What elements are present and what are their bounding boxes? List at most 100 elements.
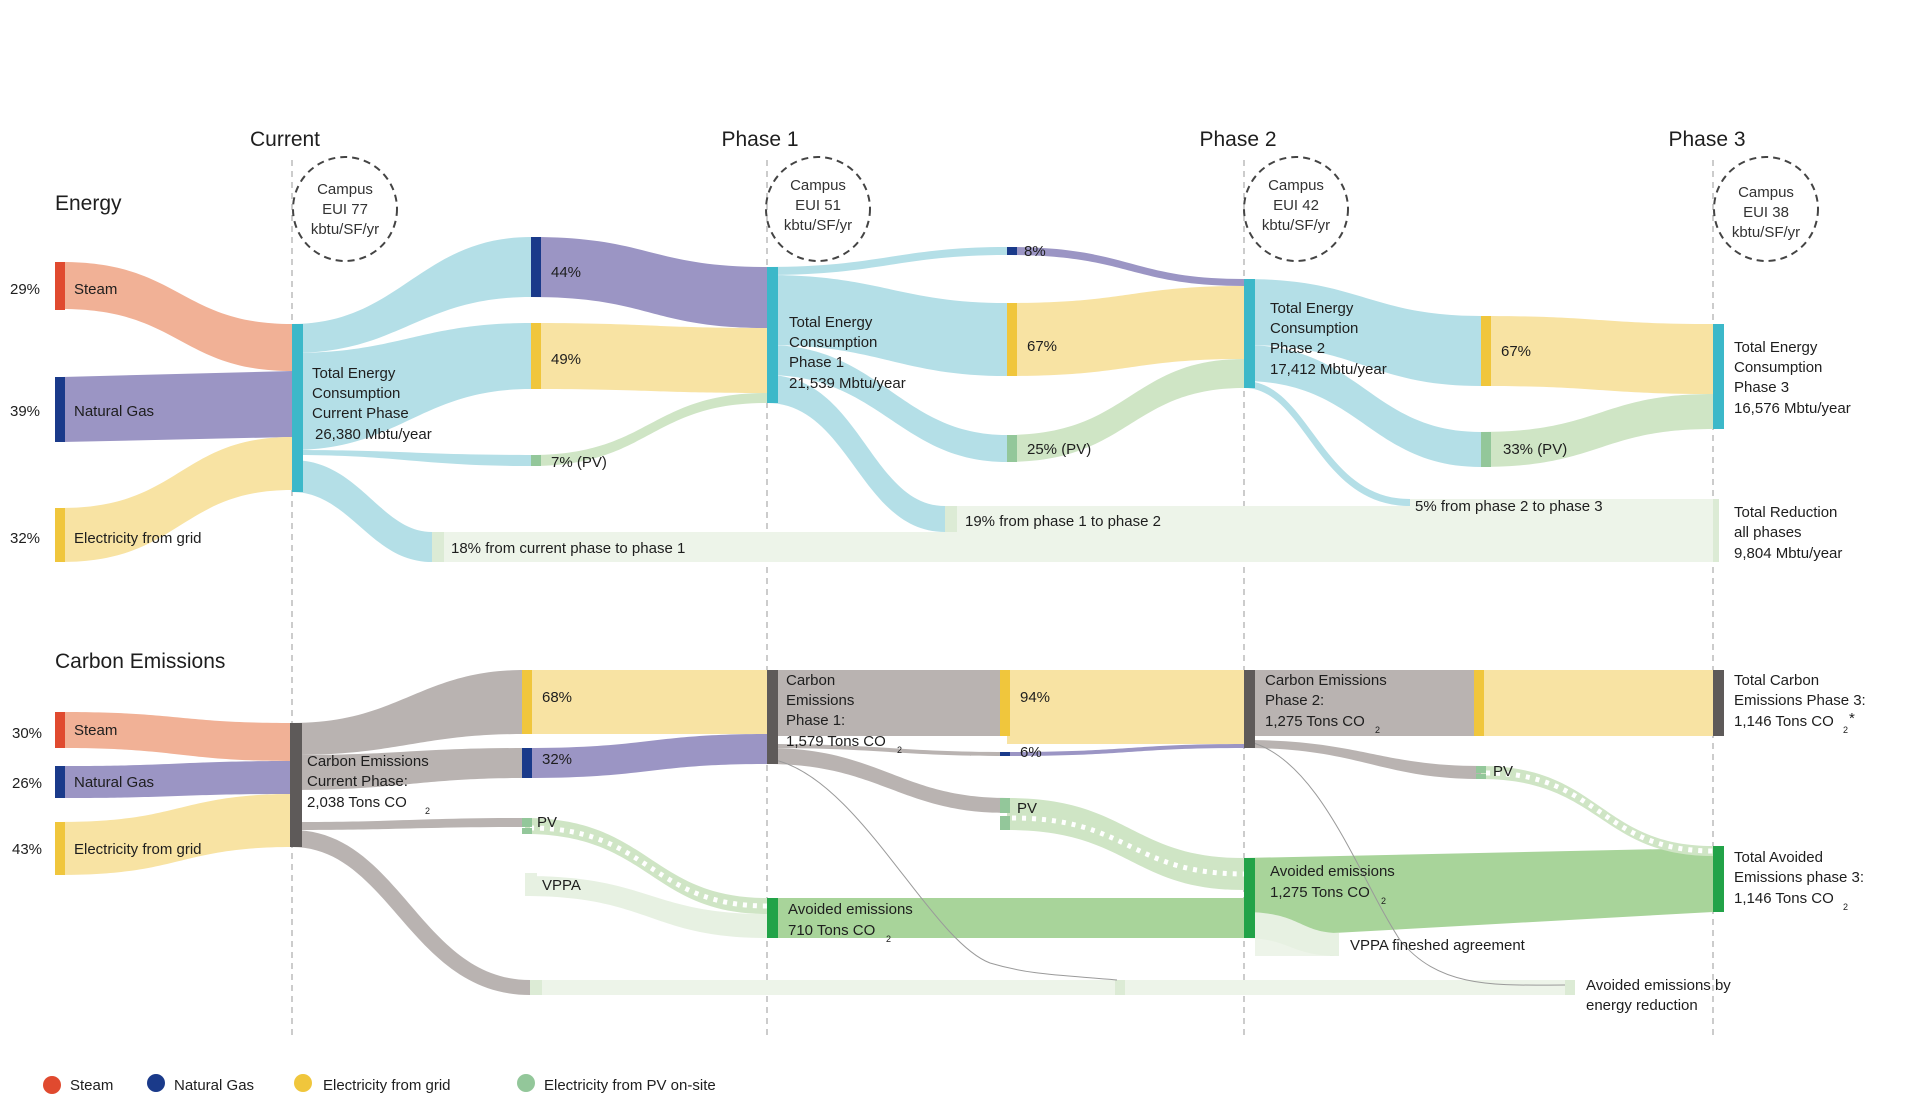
flow-steam-to-carbon-current bbox=[62, 712, 292, 761]
flow-grid-to-phase3 bbox=[1481, 316, 1713, 394]
flow-phase1-to-pv bbox=[767, 345, 1007, 462]
flow-pv-to-phase3 bbox=[1481, 394, 1713, 467]
energy-mix-label: 67% bbox=[1501, 343, 1531, 360]
energy-mix-label: 8% bbox=[1024, 243, 1046, 260]
pv-dashed-stripes bbox=[529, 770, 1714, 909]
total-line: Total Energy bbox=[789, 314, 873, 331]
flow-grid-to-carbon-phase1 bbox=[525, 670, 767, 734]
flow-phase2-to-grid bbox=[1244, 279, 1481, 386]
eui-badge-current: Campus EUI 77 kbtu/SF/yr bbox=[292, 156, 398, 262]
total-line: Phase 1: bbox=[786, 712, 845, 729]
flow-phase1-to-grid bbox=[767, 275, 1007, 376]
carbon-source-pct: 30% bbox=[12, 725, 42, 742]
legend-label: Electricity from grid bbox=[323, 1077, 451, 1094]
flow-current-to-pv bbox=[292, 450, 531, 466]
avoided-value: 1,146 Tons CO bbox=[1734, 890, 1834, 907]
flow-phase2-to-pv bbox=[1244, 345, 1481, 467]
total-line: Total Carbon bbox=[1734, 672, 1819, 689]
eui-badge-line: EUI 77 bbox=[322, 201, 368, 218]
total-line: Phase 3 bbox=[1734, 379, 1789, 396]
total-value: 1,275 Tons CO bbox=[1265, 713, 1365, 730]
total-line: 17,412 Mbtu/year bbox=[1270, 361, 1387, 378]
legend-label: Electricity from PV on-site bbox=[544, 1077, 716, 1094]
energy-source-pct: 32% bbox=[10, 530, 40, 547]
energy-source-label: Steam bbox=[74, 281, 117, 298]
phase-heading-phase1: Phase 1 bbox=[721, 128, 798, 151]
carbon-total-phase1: Carbon Emissions Phase 1: 1,579 Tons CO … bbox=[786, 672, 902, 755]
total-line: Total Reduction bbox=[1734, 504, 1837, 521]
total-line: Current Phase: bbox=[307, 773, 408, 790]
connector-lines bbox=[774, 741, 1566, 986]
total-line: Total Energy bbox=[312, 365, 396, 382]
flow-pv-to-phase1 bbox=[531, 393, 767, 466]
subscript: 2 bbox=[1843, 902, 1848, 912]
energy-total-phase3: Total Energy Consumption Phase 3 16,576 … bbox=[1734, 339, 1851, 417]
total-line: 16,576 Mbtu/year bbox=[1734, 400, 1851, 417]
total-value: 2,038 Tons CO bbox=[307, 794, 407, 811]
energy-mix-label: 25% (PV) bbox=[1027, 441, 1091, 458]
pv-label: PV bbox=[1017, 800, 1037, 817]
subscript: 2 bbox=[1843, 725, 1848, 735]
eui-badge-line: Campus bbox=[1738, 184, 1794, 201]
total-line: all phases bbox=[1734, 524, 1802, 541]
flow-phase1-reduction bbox=[767, 375, 945, 532]
energy-flows bbox=[62, 237, 1713, 562]
total-line: 9,804 Mbtu/year bbox=[1734, 545, 1842, 562]
eui-badge-line: kbtu/SF/yr bbox=[784, 217, 852, 234]
eui-badge-line: kbtu/SF/yr bbox=[1262, 217, 1330, 234]
flow-carbon-current-to-gas bbox=[292, 748, 525, 790]
carbon-source-pct: 26% bbox=[12, 775, 42, 792]
avoided-emissions-total: Total Avoided Emissions phase 3: 1,146 T… bbox=[1734, 849, 1864, 912]
avoided-reduction-line: energy reduction bbox=[1586, 997, 1698, 1014]
energy-nodes bbox=[55, 237, 1724, 562]
phase-heading-phase3: Phase 3 bbox=[1668, 128, 1745, 151]
total-line: Carbon bbox=[786, 672, 835, 689]
energy-mix-label: 7% (PV) bbox=[551, 454, 607, 471]
eui-badge-line: kbtu/SF/yr bbox=[1732, 224, 1800, 241]
flow-gas-to-phase1 bbox=[531, 237, 767, 328]
total-line: Emissions bbox=[786, 692, 854, 709]
energy-total-reduction: Total Reduction all phases 9,804 Mbtu/ye… bbox=[1734, 504, 1842, 562]
total-line: 26,380 Mbtu/year bbox=[315, 426, 432, 443]
eui-badge-line: EUI 42 bbox=[1273, 197, 1319, 214]
flow-grid-to-phase1 bbox=[531, 323, 767, 393]
carbon-mix-label: 32% bbox=[542, 751, 572, 768]
legend-label: Natural Gas bbox=[174, 1077, 254, 1094]
carbon-source-label: Natural Gas bbox=[74, 774, 154, 791]
total-line: Consumption bbox=[1734, 359, 1822, 376]
flow-carbon-current-to-reduction bbox=[292, 830, 530, 995]
energy-mix-label: 49% bbox=[551, 351, 581, 368]
eui-badge-line: Campus bbox=[790, 177, 846, 194]
energy-heading: Energy bbox=[55, 192, 122, 215]
energy-source-label: Electricity from grid bbox=[74, 530, 202, 547]
carbon-source-pct: 43% bbox=[12, 841, 42, 858]
flow-current-to-grid bbox=[292, 323, 531, 450]
flow-grid-to-current bbox=[62, 437, 292, 562]
avoided-value: 710 Tons CO bbox=[788, 922, 875, 939]
carbon-mix-label: 6% bbox=[1020, 744, 1042, 761]
subscript: 2 bbox=[425, 806, 430, 816]
avoided-line: Total Avoided bbox=[1734, 849, 1823, 866]
total-line: Current Phase bbox=[312, 405, 409, 422]
carbon-source-label: Steam bbox=[74, 722, 117, 739]
flow-carbon-phase2-to-pv bbox=[1244, 740, 1481, 779]
flow-steam-to-current bbox=[62, 262, 292, 371]
carbon-total-phase2: Carbon Emissions Phase 2: 1,275 Tons CO … bbox=[1265, 672, 1387, 735]
legend-swatch-pv bbox=[517, 1074, 535, 1092]
vppa-end-label: VPPA fineshed agreement bbox=[1350, 937, 1526, 954]
flow-grid-to-carbon-phase2 bbox=[1007, 670, 1244, 744]
total-line: 21,539 Mbtu/year bbox=[789, 375, 906, 392]
flow-vppa-end bbox=[1244, 912, 1339, 956]
total-line: Carbon Emissions bbox=[307, 753, 429, 770]
legend-label: Steam bbox=[70, 1077, 113, 1094]
energy-source-pct: 39% bbox=[10, 403, 40, 420]
pv-label: PV bbox=[537, 814, 557, 831]
total-line: Consumption bbox=[312, 385, 400, 402]
total-line: Consumption bbox=[1270, 320, 1358, 337]
total-line: Consumption bbox=[789, 334, 877, 351]
flow-gas-to-carbon-current bbox=[62, 761, 292, 798]
carbon-heading: Carbon Emissions bbox=[55, 650, 225, 673]
flow-current-reduction bbox=[292, 460, 432, 562]
total-line: Phase 1 bbox=[789, 354, 844, 371]
flow-vppa-to-avoided1 bbox=[525, 876, 767, 938]
